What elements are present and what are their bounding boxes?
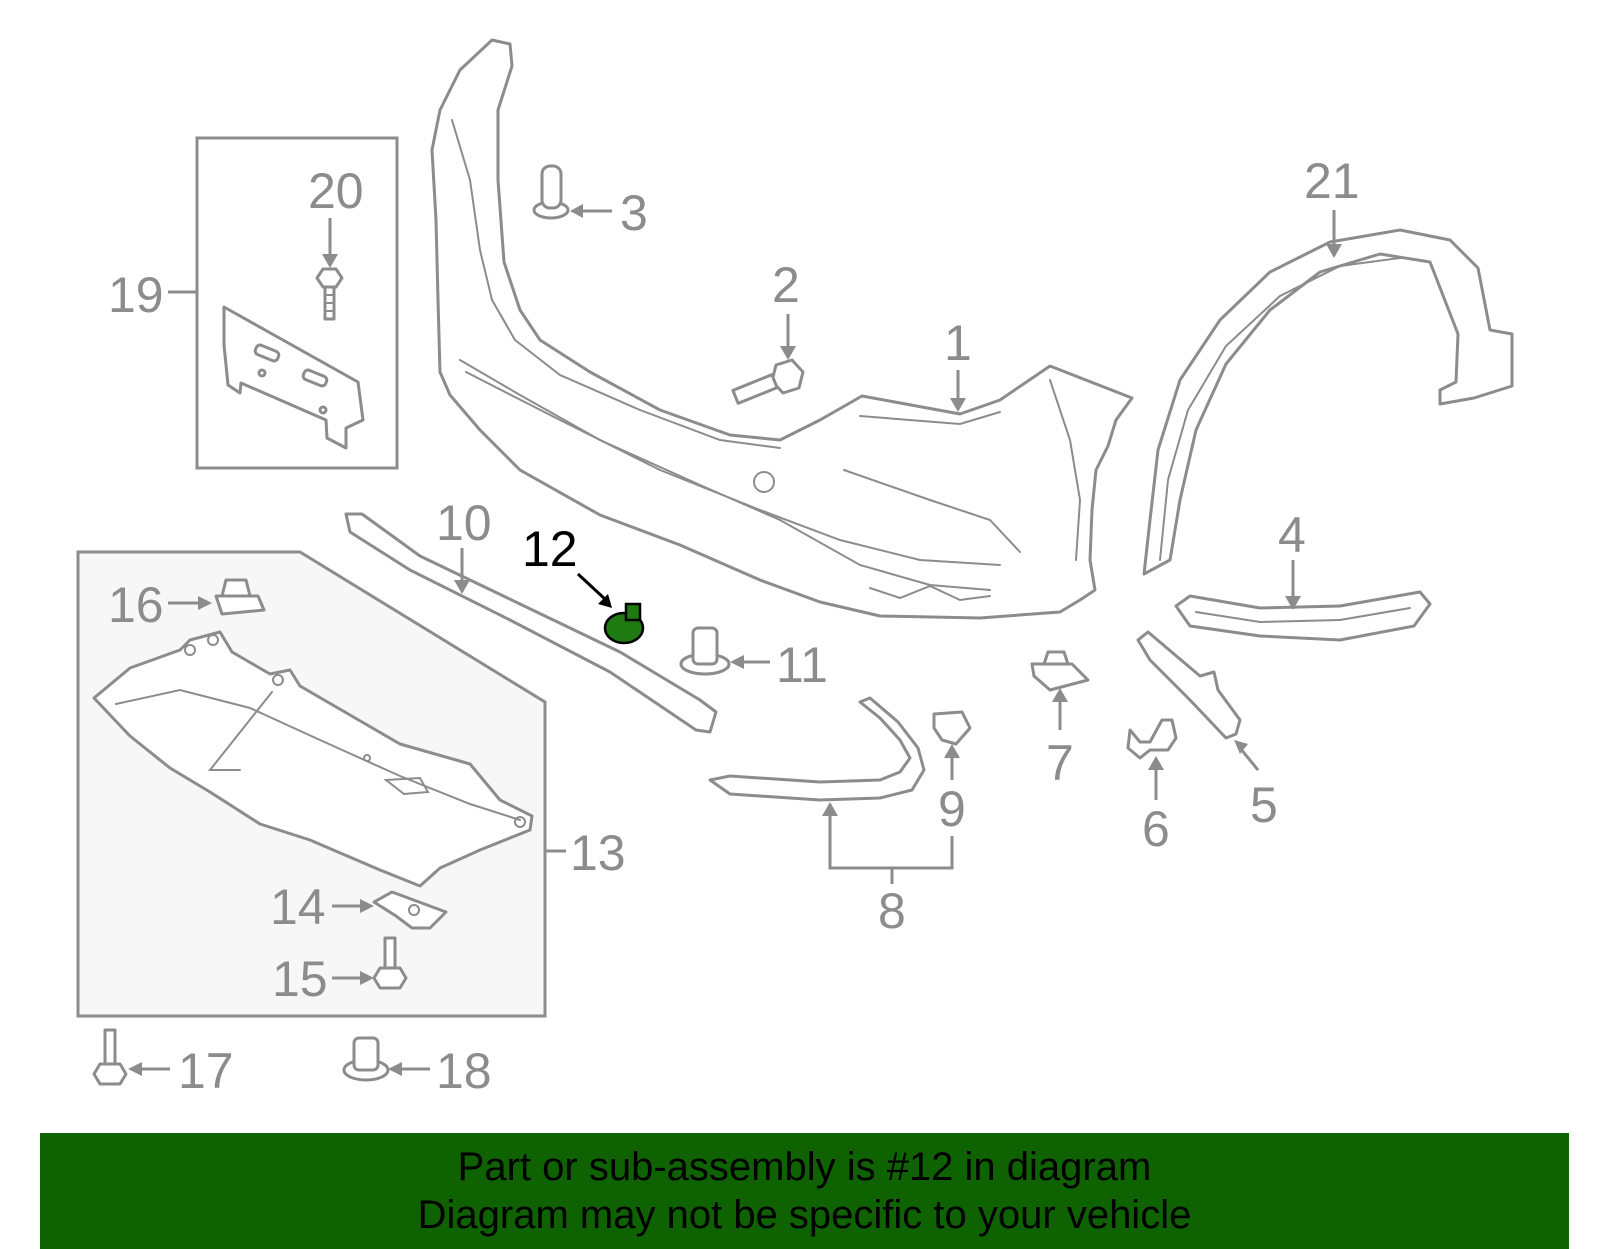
part-12-clip-highlighted xyxy=(603,602,645,645)
part-2-bolt xyxy=(731,358,805,405)
part-4-trim-strip xyxy=(1174,590,1432,642)
part-9-small-bracket xyxy=(932,710,972,746)
part-13-undercover xyxy=(92,630,534,888)
banner-line-part-number: Part or sub-assembly is #12 in diagram xyxy=(457,1145,1152,1189)
part-20-bolt xyxy=(315,267,344,321)
callout-6: 6 xyxy=(1142,801,1170,857)
callout-19: 19 xyxy=(108,267,164,323)
part-11-nut xyxy=(679,626,731,676)
callout-16: 16 xyxy=(108,577,164,633)
part-3-clip xyxy=(532,164,570,220)
callout-1: 1 xyxy=(944,315,972,371)
callout-20: 20 xyxy=(308,163,364,219)
callout-14: 14 xyxy=(270,879,326,935)
callout-8: 8 xyxy=(878,883,906,939)
diagram-info-banner: Part or sub-assembly is #12 in diagram D… xyxy=(40,1133,1569,1249)
part-8-lower-trim xyxy=(708,696,926,802)
callout-3: 3 xyxy=(620,185,648,241)
callout-17: 17 xyxy=(178,1043,234,1099)
callout-13: 13 xyxy=(570,825,626,881)
part-18-nut xyxy=(342,1036,390,1082)
banner-line-disclaimer: Diagram may not be specific to your vehi… xyxy=(417,1193,1192,1237)
part-5-bracket xyxy=(1136,630,1242,740)
callout-21: 21 xyxy=(1304,153,1360,209)
callout-11: 11 xyxy=(776,637,828,693)
part-6-push-clip xyxy=(1126,718,1178,760)
callout-18: 18 xyxy=(436,1043,492,1099)
callout-4: 4 xyxy=(1278,507,1306,563)
callout-15: 15 xyxy=(272,951,328,1007)
part-7-nut-clip xyxy=(1030,650,1090,692)
part-19-bracket xyxy=(222,305,365,450)
part-21-arch-moulding xyxy=(1142,228,1514,576)
part-10-strip xyxy=(344,512,718,734)
callout-2: 2 xyxy=(772,257,800,313)
part-1-bumper-cover xyxy=(430,38,1134,620)
callout-9: 9 xyxy=(938,781,966,837)
part-17-bolt xyxy=(92,1028,128,1086)
part-15-bolt xyxy=(372,936,408,990)
part-13-box xyxy=(76,550,566,1018)
callout-7: 7 xyxy=(1046,735,1074,791)
part-19-box xyxy=(168,136,399,470)
callout-10: 10 xyxy=(436,495,492,551)
part-16-nut-clip xyxy=(214,578,266,616)
callout-5: 5 xyxy=(1250,777,1278,833)
callout-12: 12 xyxy=(522,521,578,577)
part-14-bracket xyxy=(372,890,448,930)
